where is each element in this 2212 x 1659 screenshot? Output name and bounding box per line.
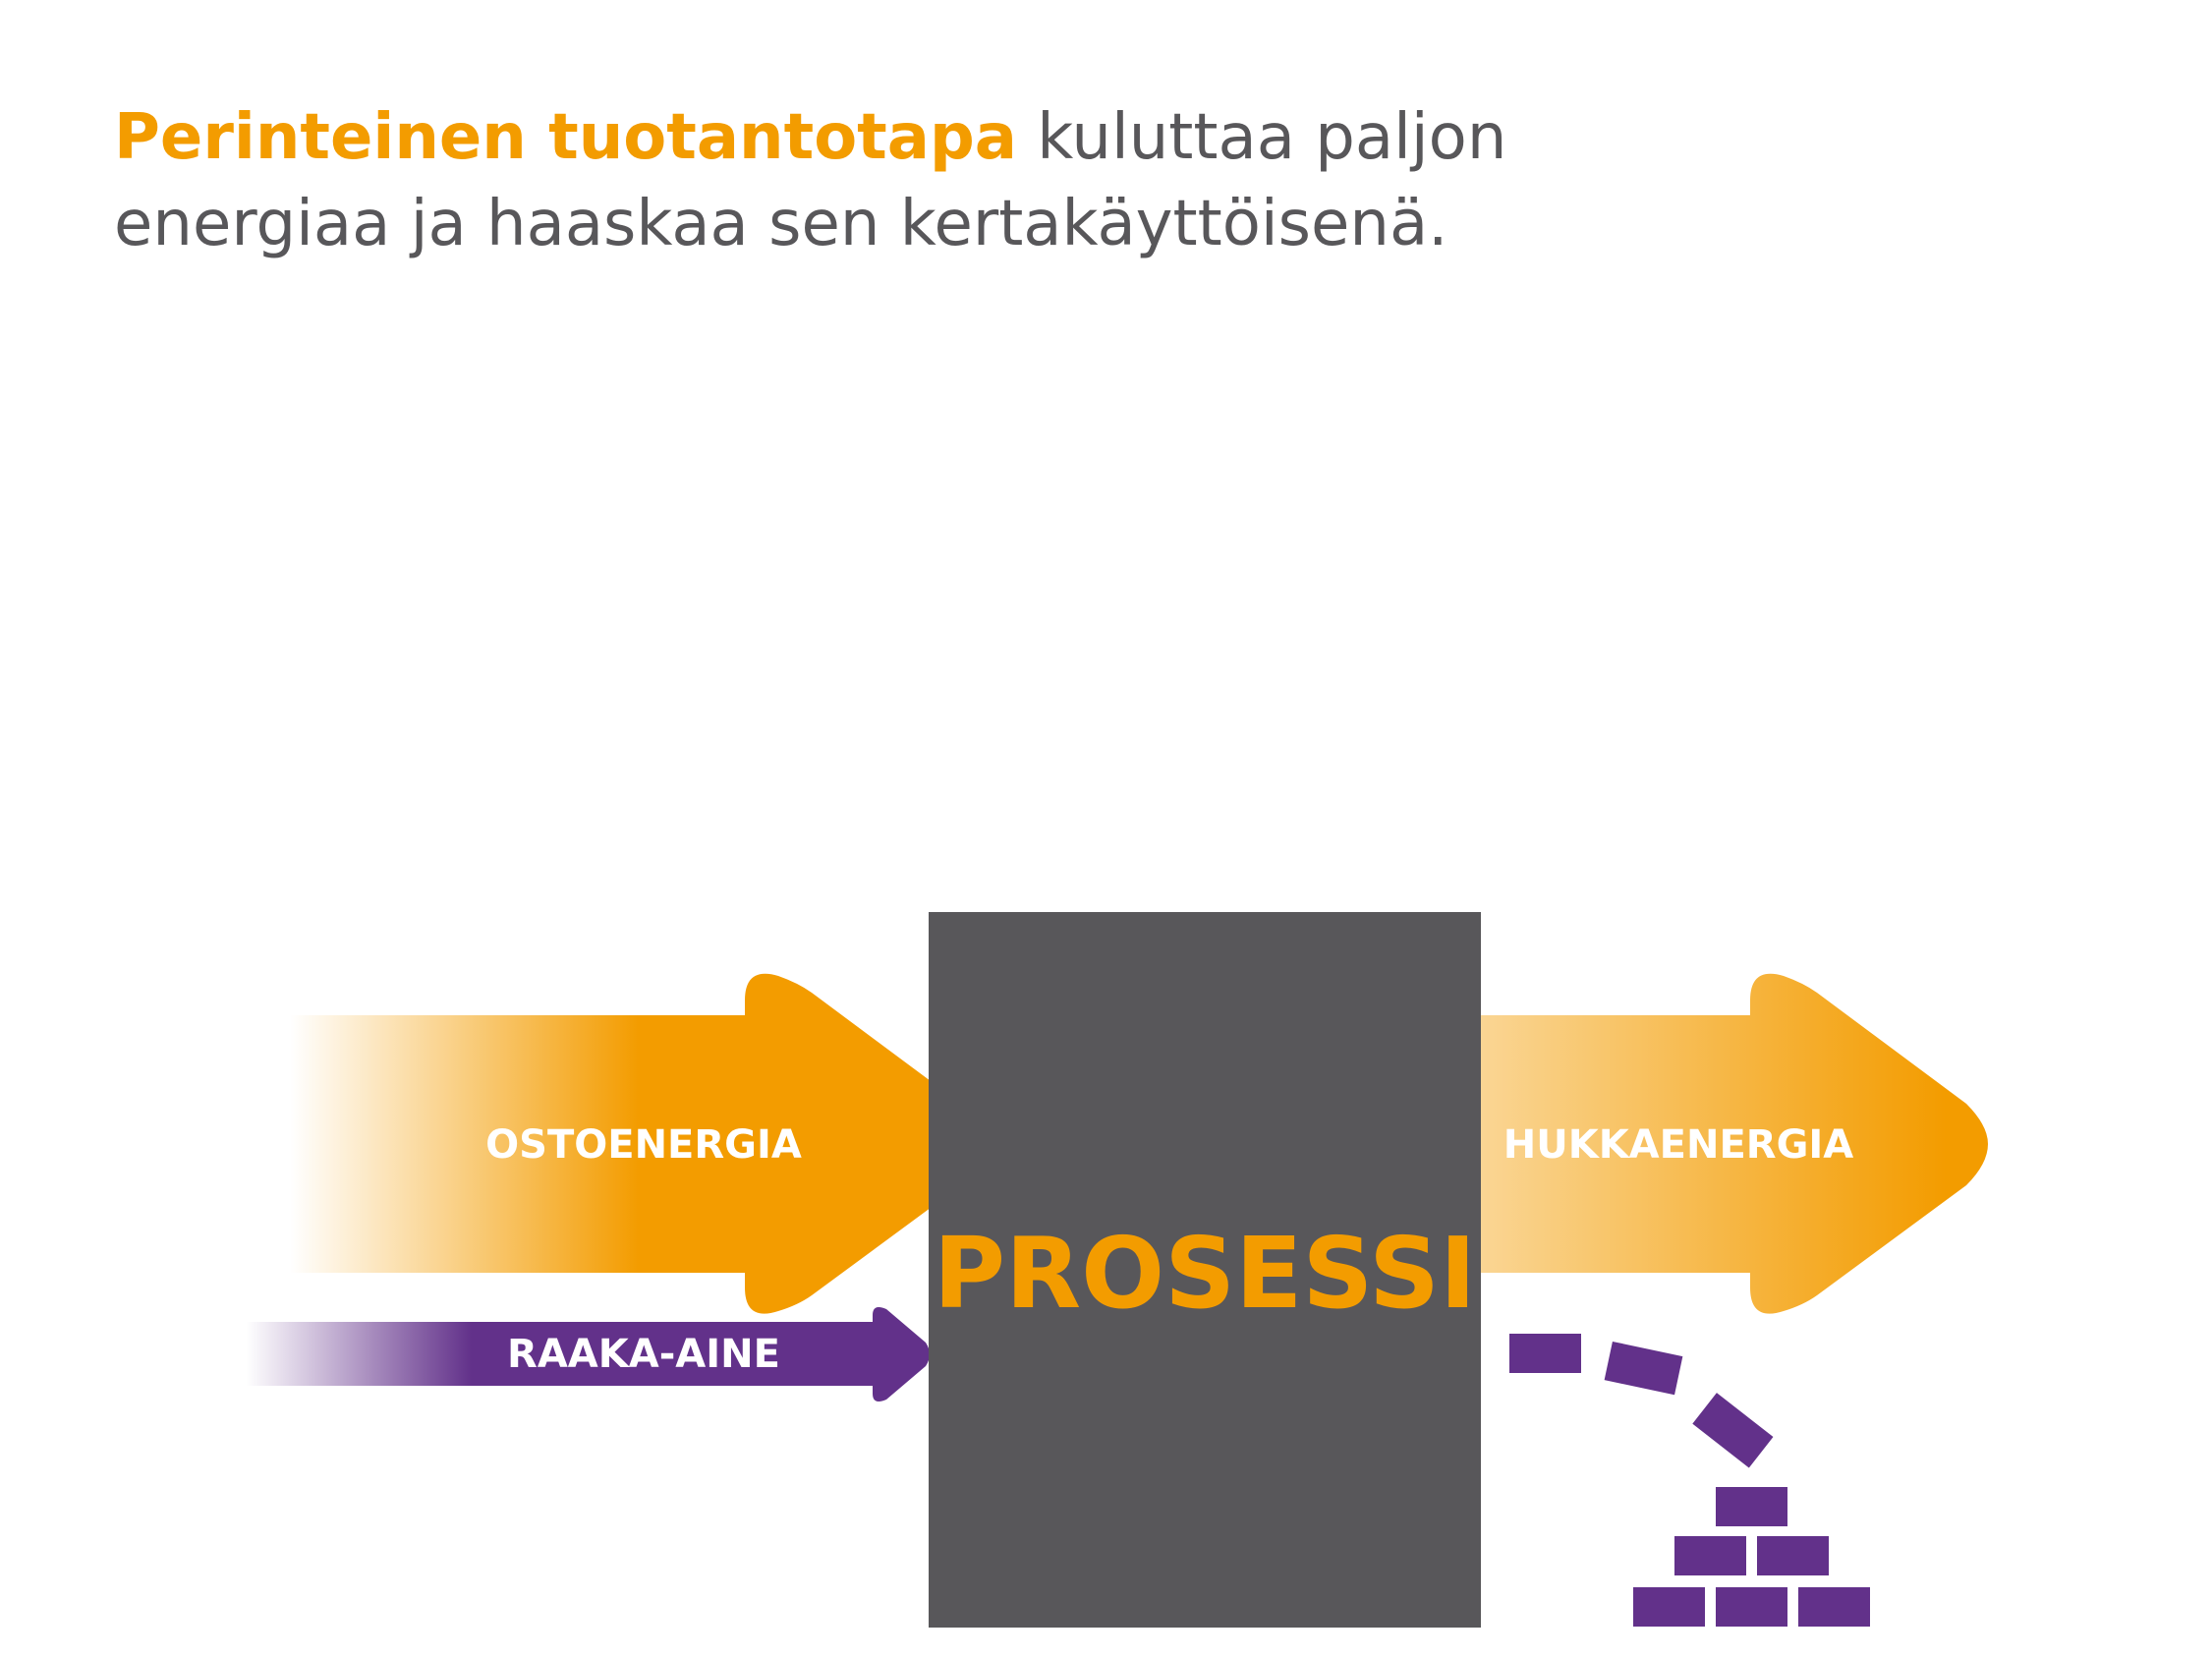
waste-energy-label: HUKKAENERGIA <box>1503 1122 1854 1168</box>
process-box <box>929 912 1481 1628</box>
falling-brick <box>1509 1334 1581 1373</box>
pile-brick <box>1633 1587 1705 1627</box>
pile-brick <box>1757 1536 1829 1575</box>
input-energy-label: OSTOENERGIA <box>485 1122 802 1168</box>
pile-brick <box>1674 1536 1746 1575</box>
falling-brick <box>1604 1341 1683 1396</box>
input-energy-arrow <box>290 973 983 1314</box>
raw-material-label: RAAKA-AINE <box>507 1332 780 1377</box>
process-label: PROSESSI <box>934 1216 1476 1331</box>
pile-brick <box>1716 1487 1787 1526</box>
raw-material-arrow <box>246 1307 930 1402</box>
waste-brick-pile <box>1633 1487 1870 1627</box>
headline-line2: energiaa ja haaskaa sen kertakäyttöisenä… <box>114 188 1448 260</box>
headline-line1-rest: kuluttaa paljon <box>1016 101 1507 174</box>
headline: Perinteinen tuotantotapa kuluttaa paljon… <box>114 94 1981 267</box>
falling-waste-bricks <box>1509 1334 1774 1468</box>
pile-brick <box>1716 1587 1787 1627</box>
headline-emphasis: Perinteinen tuotantotapa <box>114 101 1017 174</box>
pile-brick <box>1798 1587 1870 1627</box>
falling-brick <box>1692 1393 1774 1468</box>
waste-energy-arrow <box>1481 973 1988 1314</box>
